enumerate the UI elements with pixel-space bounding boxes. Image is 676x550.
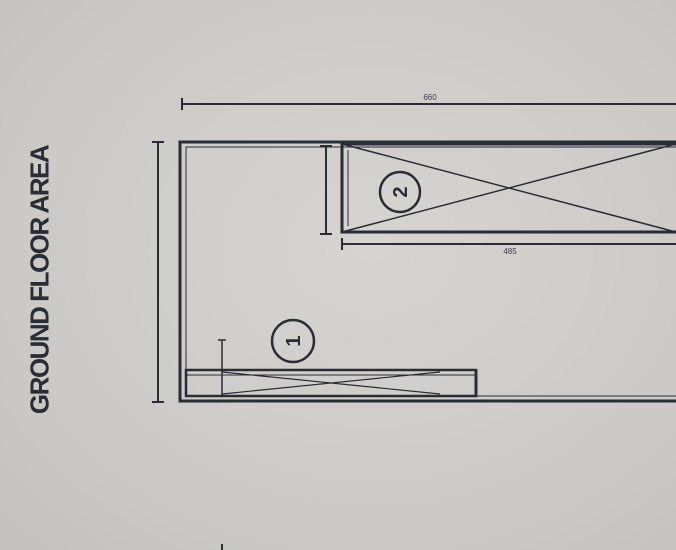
dimension-item2-width: 485: [341, 238, 676, 256]
dimension-left-height: [152, 141, 164, 403]
room-outline: [178, 140, 676, 403]
item-1-marker: 1: [270, 318, 316, 364]
item-1-label: 1: [283, 335, 305, 346]
dimension-top-width-text: 660: [423, 93, 437, 102]
fixture-1: [184, 368, 478, 398]
item-2-label: 2: [390, 186, 412, 197]
dimension-item2-height: [320, 145, 332, 235]
dimension-top-width: 660: [181, 93, 676, 110]
fixture-2: [340, 142, 676, 234]
dimension-item1-height: [218, 339, 226, 396]
item-2-marker: 2: [378, 170, 422, 214]
dimension-item2-width-text: 485: [503, 247, 517, 256]
